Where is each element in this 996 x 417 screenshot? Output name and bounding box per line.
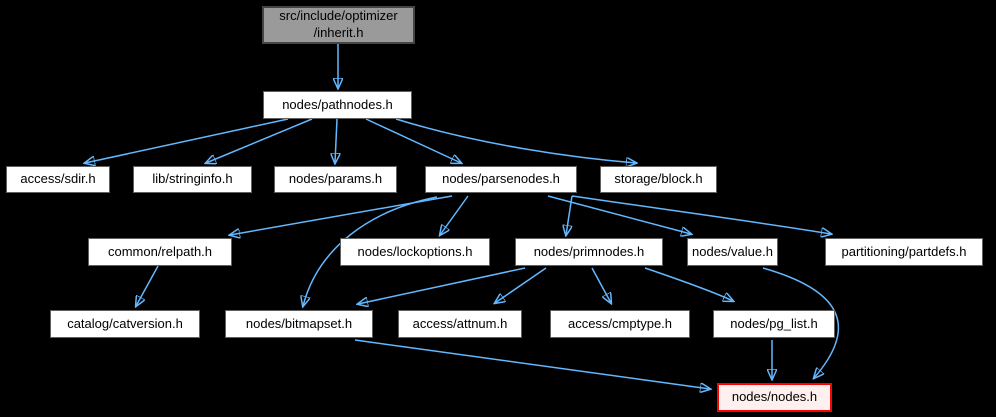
node-nodes-highlighted[interactable]: nodes/nodes.h (717, 383, 832, 412)
node-attnum[interactable]: access/attnum.h (398, 310, 522, 338)
node-value[interactable]: nodes/value.h (687, 238, 778, 266)
node-catversion[interactable]: catalog/catversion.h (50, 310, 200, 338)
edge-pathnodes-block (395, 118, 636, 163)
node-stringinfo[interactable]: lib/stringinfo.h (133, 166, 252, 193)
node-inherit-root: src/include/optimizer /inherit.h (262, 6, 415, 44)
edge-parsenodes-bitmapset (303, 196, 438, 306)
edge-primnodes-bitmapset (358, 267, 526, 304)
edge-pathnodes-stringinfo (206, 118, 313, 163)
edge-parsenodes-partdefs (571, 195, 831, 234)
edge-primnodes-pglist (644, 267, 733, 301)
node-primnodes[interactable]: nodes/primnodes.h (515, 238, 663, 266)
node-pglist[interactable]: nodes/pg_list.h (713, 310, 835, 338)
edge-bitmapset-nodes (354, 339, 710, 389)
node-parsenodes[interactable]: nodes/parsenodes.h (425, 166, 577, 193)
node-params[interactable]: nodes/params.h (274, 166, 397, 193)
edge-pathnodes-params (335, 118, 337, 163)
node-sdir[interactable]: access/sdir.h (6, 166, 110, 193)
edge-pathnodes-sdir (85, 118, 289, 163)
node-relpath[interactable]: common/relpath.h (88, 238, 232, 266)
node-lockoptions[interactable]: nodes/lockoptions.h (340, 238, 490, 266)
edge-parsenodes-value (547, 195, 691, 234)
edge-primnodes-cmptype (591, 267, 611, 303)
node-bitmapset[interactable]: nodes/bitmapset.h (225, 310, 373, 338)
node-block[interactable]: storage/block.h (600, 166, 717, 193)
edge-primnodes-attnum (495, 267, 547, 303)
edge-pathnodes-parsenodes (365, 118, 461, 163)
node-cmptype[interactable]: access/cmptype.h (550, 310, 690, 338)
node-partdefs[interactable]: partitioning/partdefs.h (825, 238, 983, 266)
edge-relpath-catversion (136, 265, 159, 306)
edge-parsenodes-lockoptions (440, 195, 469, 235)
node-pathnodes[interactable]: nodes/pathnodes.h (263, 91, 412, 119)
